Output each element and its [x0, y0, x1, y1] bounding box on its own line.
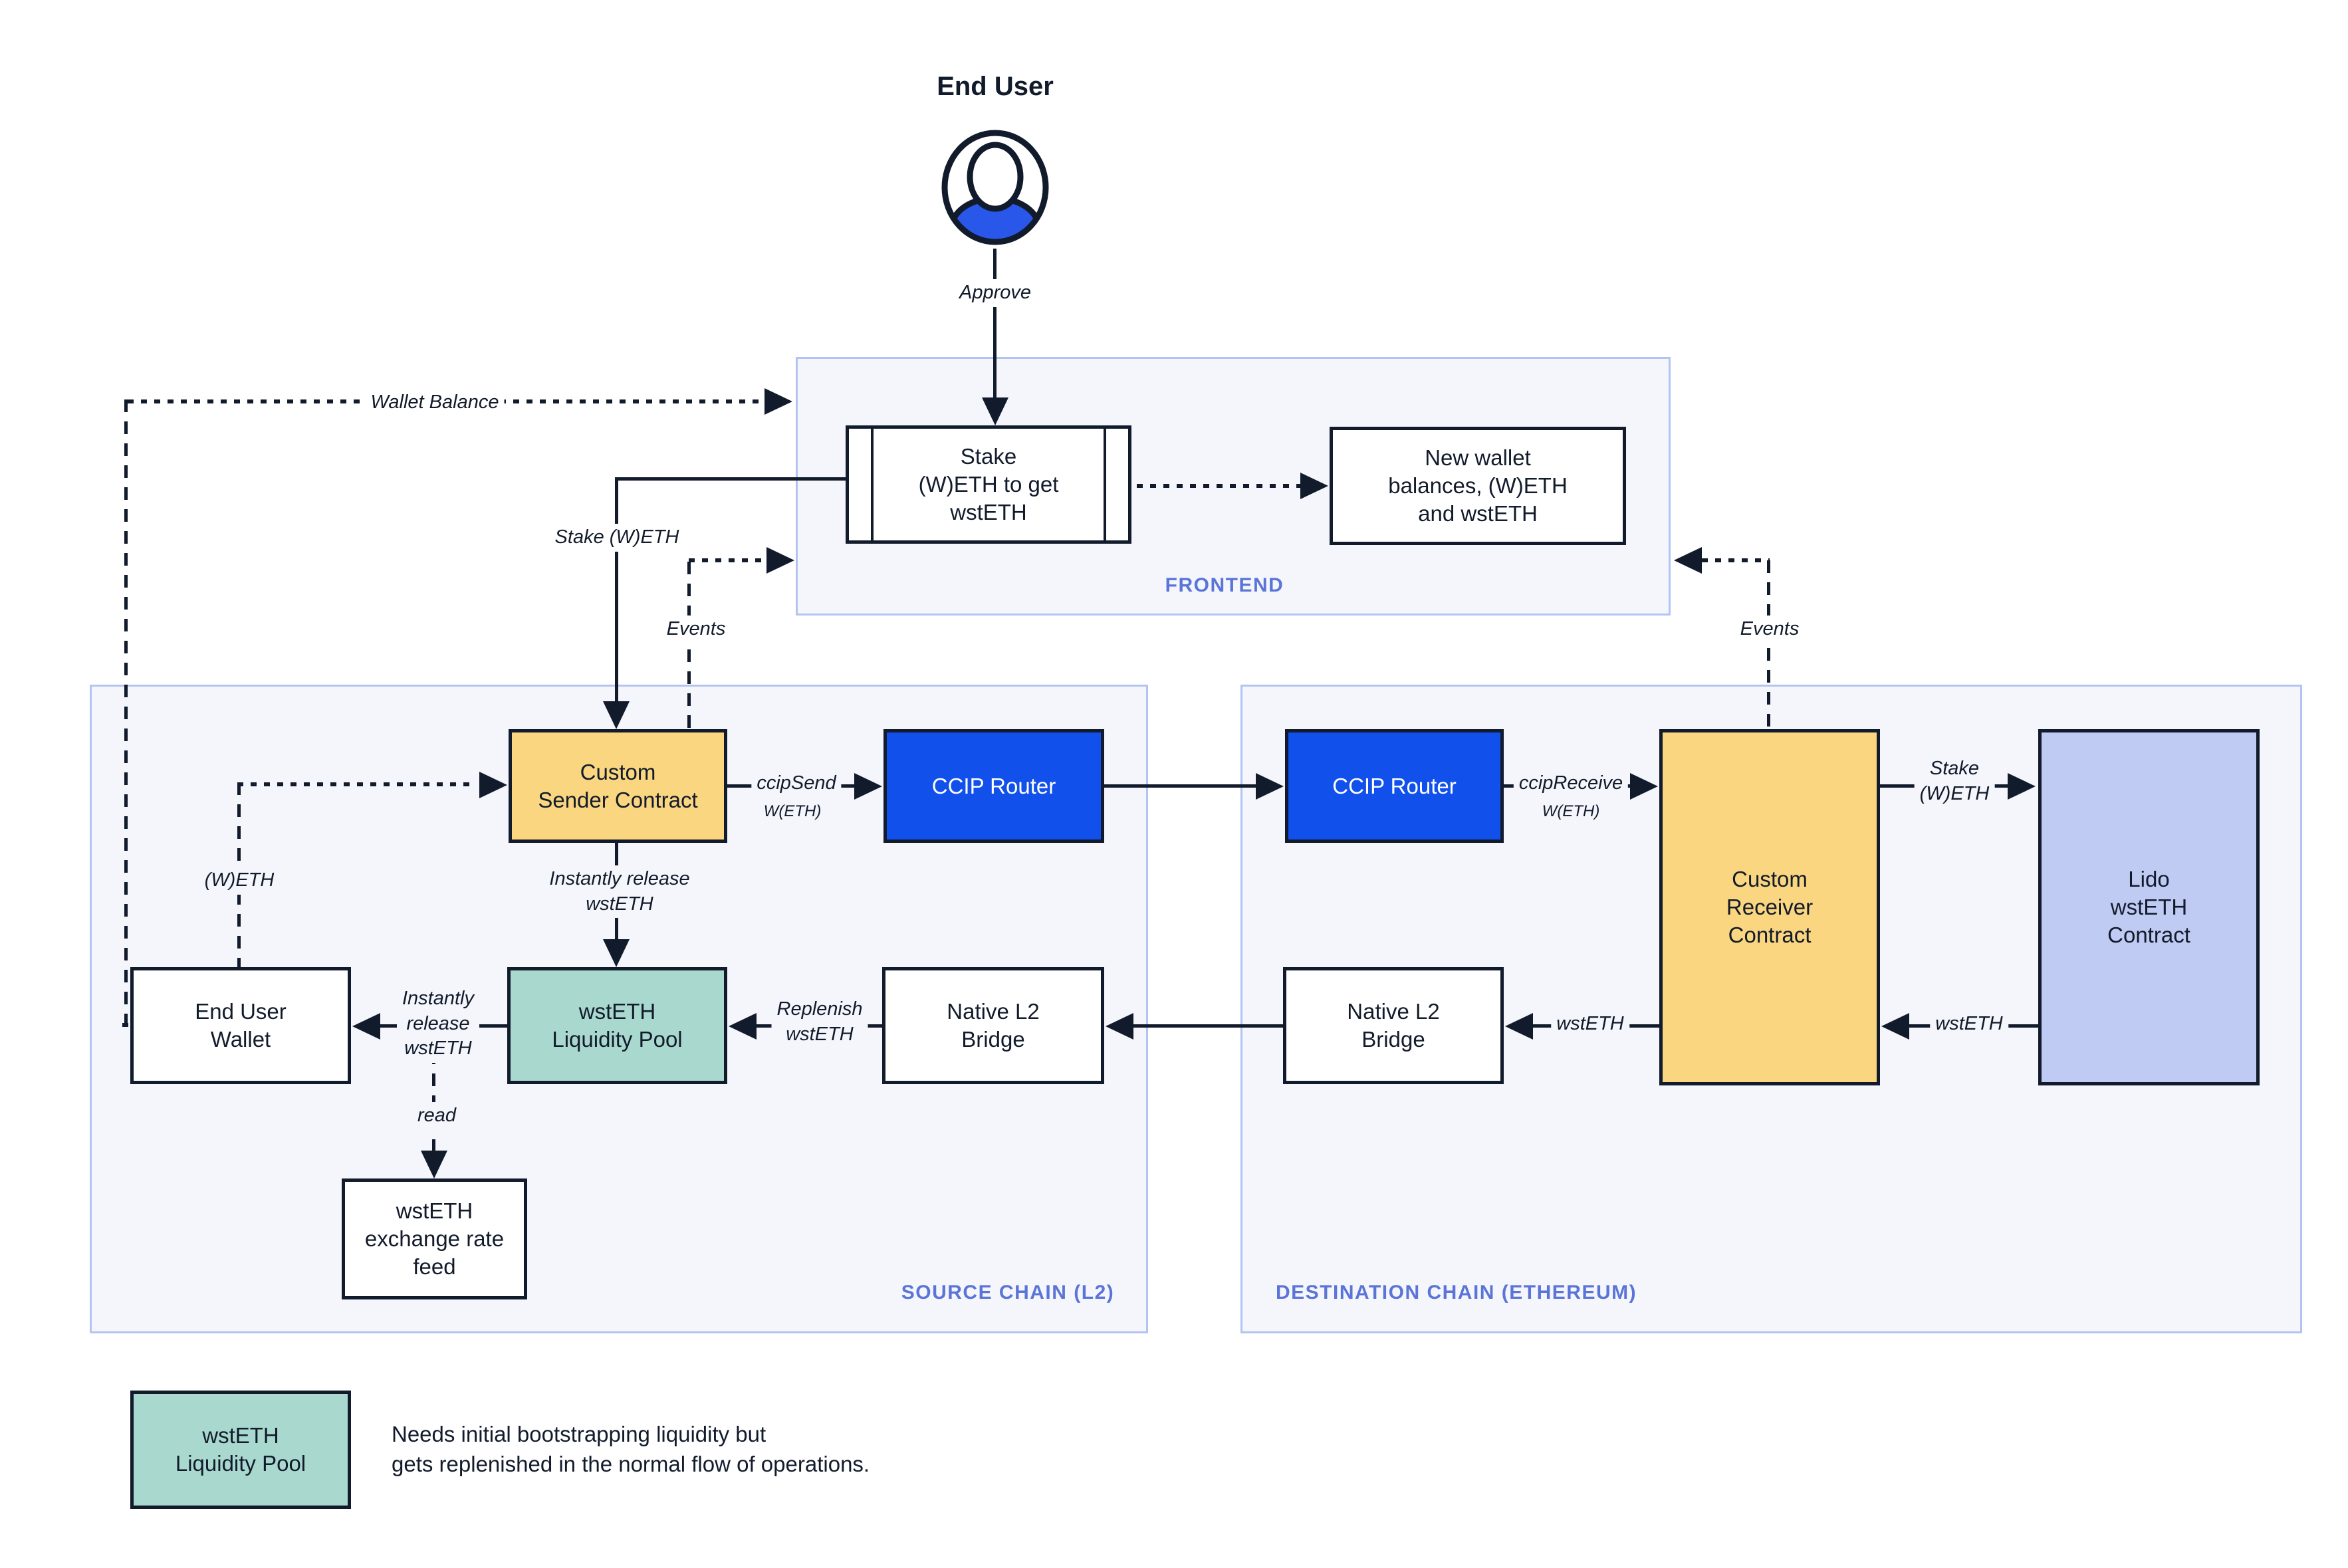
source-chain-zone-label: SOURCE CHAIN (L2) [901, 1282, 1115, 1303]
frontend-zone-label: FRONTEND [1165, 574, 1284, 596]
arrowhead-wsteth-to-bridge [1505, 1013, 1533, 1040]
ccipsend-asset-label: W(ETH) [759, 800, 826, 823]
new-wallet-balances-label: New wallet balances, (W)ETH and wstETH [1388, 445, 1568, 526]
arrowhead-events-left [766, 547, 794, 574]
read-edge-label: read [411, 1102, 462, 1130]
wsteth-exchange-rate-feed-label: wstETH exchange rate feed [364, 1198, 505, 1279]
stake-weth-edge-label: Stake (W)ETH [549, 524, 685, 552]
arrowhead-replenish [729, 1013, 757, 1040]
ccip-router-destination-label: CCIP Router [1332, 773, 1457, 798]
edge-router-router-line [1104, 784, 1257, 788]
edge-events-left-line-v [687, 562, 691, 729]
legend-note: Needs initial bootstrapping liquidity bu… [392, 1422, 870, 1476]
arrowhead-bridge-bridge [1106, 1013, 1133, 1040]
native-l2-bridge-destination-node: Native L2 Bridge [1283, 967, 1504, 1084]
edge-wallet-balance-line-v [124, 399, 128, 1025]
end-user-wallet-label: End User Wallet [195, 999, 287, 1052]
arrowhead-wallet-balance [764, 388, 792, 415]
subroutine-bar-left [871, 429, 874, 540]
ccip-router-destination-node: CCIP Router [1285, 729, 1504, 843]
arrowhead-approve [982, 397, 1008, 425]
edge-events-left-line-h [689, 558, 766, 562]
stake-weth-process-label: Stake (W)ETH to get wstETH [918, 444, 1059, 524]
ccip-router-source-label: CCIP Router [931, 773, 1056, 798]
edge-bridge-bridge-line [1133, 1024, 1283, 1028]
edge-stake-weth-line-h [616, 477, 846, 481]
edge-events-right-line-v [1767, 560, 1770, 729]
native-l2-bridge-source-node: Native L2 Bridge [882, 967, 1104, 1084]
end-user-wallet-node: End User Wallet [130, 967, 351, 1084]
wsteth-to-bridge-edge-label: wstETH [1551, 1010, 1629, 1038]
lido-wsteth-contract-node: Lido wstETH Contract [2038, 729, 2260, 1085]
legend-liquidity-pool-label: wstETH Liquidity Pool [175, 1423, 306, 1476]
wallet-balance-edge-label: Wallet Balance [365, 389, 505, 417]
replenish-wsteth-edge-label: Replenish wstETH [771, 996, 868, 1049]
edge-stake-weth-line-v [615, 477, 618, 707]
arrowhead-stake-dest [2008, 773, 2036, 800]
lido-wsteth-contract-label: Lido wstETH Contract [2107, 867, 2190, 947]
edge-events-right-line-h [1702, 558, 1770, 562]
wsteth-exchange-rate-feed-node: wstETH exchange rate feed [342, 1178, 527, 1299]
custom-receiver-contract-node: Custom Receiver Contract [1659, 729, 1880, 1085]
arrowhead-instant-release-h [352, 1013, 380, 1040]
arrowhead-router-router [1256, 773, 1284, 800]
wsteth-liquidity-pool-label: wstETH Liquidity Pool [552, 999, 683, 1052]
custom-sender-contract-label: Custom Sender Contract [538, 759, 698, 812]
instantly-release-pool-edge-label: Instantly release wstETH [544, 865, 695, 919]
events-right-edge-label: Events [1734, 616, 1805, 643]
custom-sender-contract-node: Custom Sender Contract [509, 729, 727, 843]
events-left-edge-label: Events [661, 616, 731, 643]
edge-new-balances-line [1137, 484, 1302, 488]
destination-chain-zone-label: DESTINATION CHAIN (ETHEREUM) [1276, 1282, 1637, 1303]
subroutine-bar-right [1104, 429, 1106, 540]
legend-liquidity-pool-node: wstETH Liquidity Pool [130, 1391, 351, 1509]
instantly-release-wallet-edge-label: Instantly release wstETH [397, 985, 479, 1064]
edge-approve-line [993, 249, 997, 400]
stake-weth-process-node: Stake (W)ETH to get wstETH [846, 425, 1131, 544]
new-wallet-balances-node: New wallet balances, (W)ETH and wstETH [1330, 427, 1626, 545]
arrowhead-wsteth-from-lido [1881, 1013, 1909, 1040]
arrowhead-ccipreceive [1630, 773, 1658, 800]
ccip-router-source-node: CCIP Router [883, 729, 1104, 843]
native-l2-bridge-destination-label: Native L2 Bridge [1347, 999, 1440, 1052]
wsteth-from-lido-edge-label: wstETH [1930, 1010, 2008, 1038]
edge-wallet-balance-stub [122, 1023, 132, 1027]
wsteth-liquidity-pool-node: wstETH Liquidity Pool [507, 967, 727, 1084]
arrowhead-stake-weth [603, 701, 630, 729]
end-user-icon [941, 130, 1049, 245]
ccipreceive-edge-label: ccipReceive [1513, 770, 1629, 798]
weth-edge-label: (W)ETH [199, 867, 280, 895]
approve-edge-label: Approve [953, 279, 1037, 307]
stake-weth-dest-edge-label: Stake (W)ETH [1914, 755, 1995, 808]
ccipreceive-asset-label: W(ETH) [1538, 800, 1604, 823]
edge-read-line [432, 1030, 435, 1152]
arrowhead-read [421, 1151, 447, 1178]
custom-receiver-contract-label: Custom Receiver Contract [1726, 867, 1814, 947]
end-user-title: End User [937, 72, 1054, 101]
arrowhead-ccipsend [854, 773, 882, 800]
edge-weth-line-h [237, 782, 477, 786]
arrowhead-instant-release-v [603, 939, 630, 967]
arrowhead-new-balances [1300, 473, 1328, 499]
arrowhead-weth [479, 772, 507, 798]
native-l2-bridge-source-label: Native L2 Bridge [947, 999, 1040, 1052]
arrowhead-events-right [1674, 547, 1702, 574]
ccipsend-edge-label: ccipSend [751, 770, 842, 798]
